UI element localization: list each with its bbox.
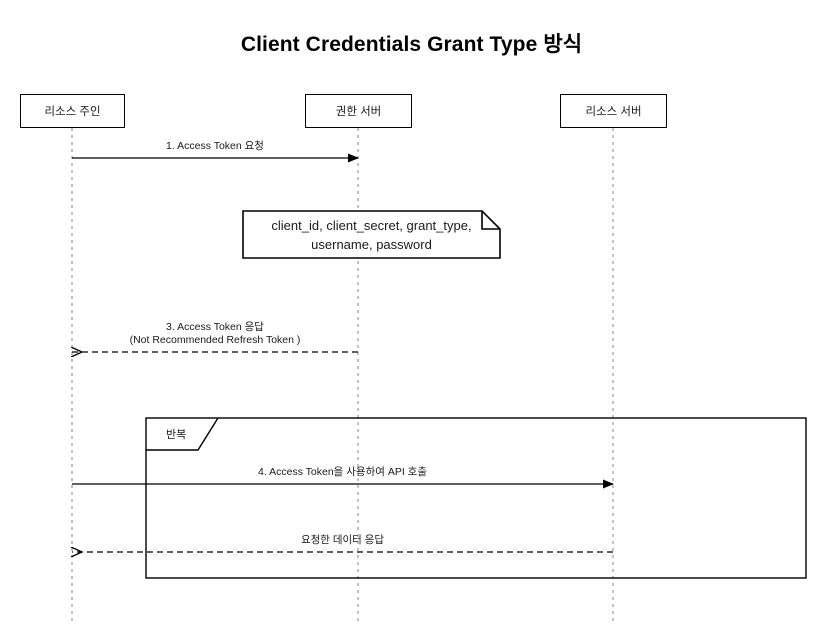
- lifeline-head-authorization-server[interactable]: 권한 서버: [305, 94, 412, 128]
- fragment-operator-label: 반복: [166, 429, 187, 441]
- fragment-tab: [146, 417, 219, 451]
- lifeline-head-resource-server[interactable]: 리소스 서버: [560, 94, 667, 128]
- note-layer: [242, 210, 501, 259]
- message-label-requested-data-response: 요청한 데이터 응답: [300, 534, 385, 546]
- lifelines-layer: [71, 128, 614, 622]
- lifeline-head-resource-owner[interactable]: 리소스 주인: [20, 94, 125, 128]
- page-title: Client Credentials Grant Type 방식: [240, 33, 583, 56]
- fragment-layer: [145, 417, 807, 579]
- lifeline-label: 권한 서버: [335, 106, 382, 118]
- message-label-access-token-response: 3. Access Token 응답 (Not Recommended Refr…: [129, 321, 301, 346]
- messages-layer: [72, 153, 614, 552]
- fragment-border: [145, 417, 807, 579]
- message-label-api-call-with-token: 4. Access Token을 사용하여 API 호출: [258, 466, 427, 478]
- lifeline-label: 리소스 서버: [585, 106, 642, 118]
- note-fold-corner: [481, 211, 500, 230]
- note-body: [242, 210, 501, 259]
- note-text: client_id, client_secret, grant_type, us…: [271, 218, 472, 252]
- lifeline-label: 리소스 주인: [44, 106, 101, 118]
- message-label-access-token-request: 1. Access Token 요청: [166, 140, 264, 152]
